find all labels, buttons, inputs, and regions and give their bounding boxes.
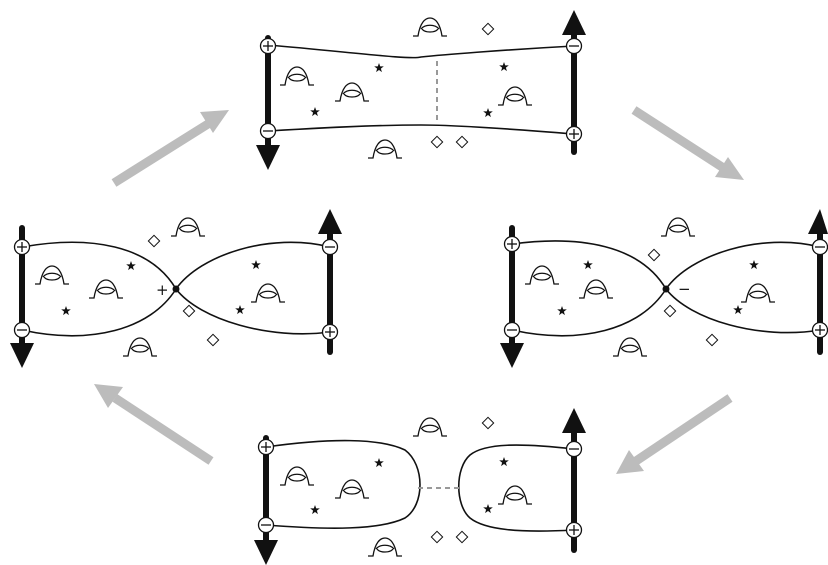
star-icon <box>310 107 320 117</box>
crossing-sign: + <box>156 281 169 299</box>
cap-arc-icon <box>367 139 403 159</box>
cap-arc-icon <box>250 283 286 303</box>
crossing-dot <box>172 285 180 293</box>
diamond-icon <box>430 135 444 149</box>
cap-arc-icon <box>367 537 403 557</box>
circled-minus-icon <box>259 122 277 140</box>
up-arrowhead <box>562 10 586 35</box>
circled-plus-icon <box>565 125 583 143</box>
cap-arc-icon <box>34 265 70 285</box>
star-icon <box>61 306 71 316</box>
gray-arrow-icon <box>616 394 733 474</box>
diamond-icon <box>206 333 220 347</box>
star-icon <box>499 62 509 72</box>
cap-arc-icon <box>279 66 315 86</box>
down-arrowhead <box>10 343 34 368</box>
circled-plus-icon <box>503 235 521 253</box>
crossing-dot <box>662 285 670 293</box>
star-icon <box>126 261 136 271</box>
left-lobe <box>265 439 421 529</box>
circled-plus-icon <box>321 323 339 341</box>
cap-arc-icon <box>497 485 533 505</box>
star-icon <box>499 457 509 467</box>
circled-minus-icon <box>257 516 275 534</box>
gray-arrow-icon <box>631 106 744 180</box>
diamond-icon <box>430 530 444 544</box>
diamond-icon <box>481 22 495 36</box>
cap-arc-icon <box>122 337 158 357</box>
star-icon <box>310 505 320 515</box>
diamond-icon <box>705 333 719 347</box>
circled-minus-icon <box>503 321 521 339</box>
cap-arc-icon <box>170 217 206 237</box>
top-panel <box>256 10 586 170</box>
down-arrowhead <box>256 145 280 170</box>
star-icon <box>374 63 384 73</box>
cap-arc-icon <box>740 283 776 303</box>
diamond-icon <box>663 304 677 318</box>
cap-arc-icon <box>524 265 560 285</box>
circled-minus-icon <box>13 321 31 339</box>
right-panel: − <box>500 209 828 368</box>
cap-arc-icon <box>334 479 370 499</box>
circled-plus-icon <box>811 321 828 339</box>
right-lobe <box>458 444 575 532</box>
upper-strand <box>267 44 575 59</box>
star-icon <box>583 260 593 270</box>
circled-minus-icon <box>565 37 583 55</box>
diamond-icon <box>481 416 495 430</box>
diamond-icon <box>455 135 469 149</box>
up-arrowhead <box>808 209 828 234</box>
diamond-icon <box>647 248 661 262</box>
cap-arc-icon <box>497 86 533 106</box>
star-icon <box>251 260 261 270</box>
diamond-icon <box>182 304 196 318</box>
cap-arc-icon <box>279 466 315 486</box>
circled-plus-icon <box>257 438 275 456</box>
cap-arc-icon <box>334 82 370 102</box>
up-arrowhead <box>318 209 342 234</box>
cap-arc-icon <box>578 279 614 299</box>
circled-plus-icon <box>565 521 583 539</box>
crossing-sign: − <box>678 280 691 298</box>
cap-arc-icon <box>612 337 648 357</box>
cap-arc-icon <box>660 217 696 237</box>
cap-arc-icon <box>412 417 448 437</box>
gray-arrow-icon <box>94 384 214 465</box>
circled-minus-icon <box>321 238 339 256</box>
circled-minus-icon <box>811 238 828 256</box>
circled-plus-icon <box>13 238 31 256</box>
up-arrowhead <box>562 408 586 433</box>
star-icon <box>374 458 384 468</box>
circled-plus-icon <box>259 37 277 55</box>
star-icon <box>749 260 759 270</box>
down-arrowhead <box>500 343 524 368</box>
lower-strand <box>267 124 575 135</box>
gray-arrow-icon <box>111 110 229 187</box>
star-icon <box>235 305 245 315</box>
bottom-panel <box>254 408 586 565</box>
diamond-icon <box>147 234 161 248</box>
left-panel: + <box>10 209 342 368</box>
down-arrowhead <box>254 540 278 565</box>
diamond-icon <box>455 530 469 544</box>
circled-minus-icon <box>565 440 583 458</box>
star-icon <box>733 305 743 315</box>
cap-arc-icon <box>412 17 448 37</box>
star-icon <box>483 504 493 514</box>
star-icon <box>557 306 567 316</box>
star-icon <box>483 108 493 118</box>
cap-arc-icon <box>88 279 124 299</box>
